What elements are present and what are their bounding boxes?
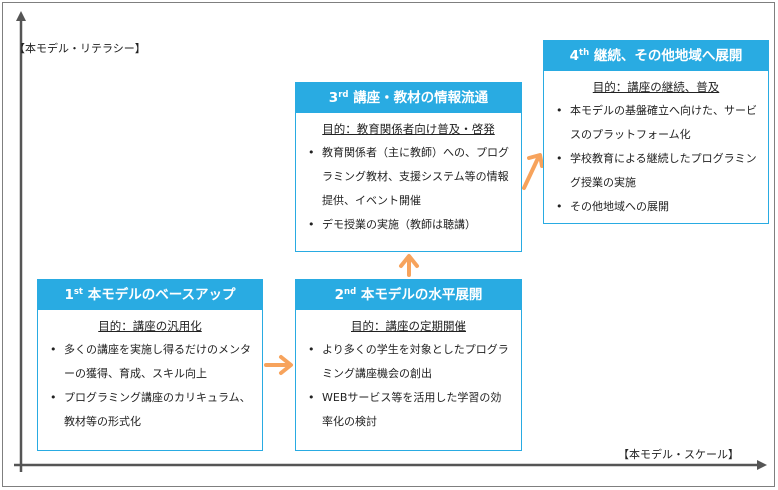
stage-item: 教育関係者（主に教師）への、プログラミング教材、支援システム等の情報提供、イベン…	[306, 141, 511, 213]
stage-items: 本モデルの基盤確立へ向けた、サービスのプラットフォーム化 学校教育による継続した…	[554, 99, 758, 219]
stage-purpose: 目的：講座の汎用化	[98, 319, 202, 333]
stage-items: 多くの講座を実施し得るだけのメンターの獲得、育成、スキル向上 プログラミング講座…	[48, 338, 252, 434]
stage-item: 本モデルの基盤確立へ向けた、サービスのプラットフォーム化	[554, 99, 758, 147]
stage-card-header: 3rd 講座・教材の情報流通	[296, 83, 521, 113]
stage-purpose: 目的：教育関係者向け普及・啓発	[322, 122, 495, 136]
stage-card-1: 1st 本モデルのベースアップ 目的：講座の汎用化 多くの講座を実施し得るだけの…	[37, 279, 263, 451]
stage-purpose: 目的：講座の継続、普及	[592, 80, 720, 94]
stage-items: より多くの学生を対象としたプログラミング講座機会の創出 WEBサービス等を活用し…	[306, 338, 511, 434]
stage-item: プログラミング講座のカリキュラム、教材等の形式化	[48, 386, 252, 434]
stage-card-2: 2nd 本モデルの水平展開 目的：講座の定期開催 より多くの学生を対象としたプロ…	[295, 279, 522, 451]
stage-item: WEBサービス等を活用した学習の効率化の検討	[306, 386, 511, 434]
stage-item: 学校教育による継続したプログラミング授業の実施	[554, 147, 758, 195]
stage-card-4: 4th 継続、その他地域へ展開 目的：講座の継続、普及 本モデルの基盤確立へ向け…	[543, 40, 769, 224]
stage-card-header: 1st 本モデルのベースアップ	[38, 280, 262, 310]
stage-card-header: 4th 継続、その他地域へ展開	[544, 41, 768, 71]
x-axis-label: 【本モデル・スケール】	[618, 448, 739, 461]
stage-items: 教育関係者（主に教師）への、プログラミング教材、支援システム等の情報提供、イベン…	[306, 141, 511, 237]
stage-card-3: 3rd 講座・教材の情報流通 目的：教育関係者向け普及・啓発 教育関係者（主に教…	[295, 82, 522, 252]
stage-card-header: 2nd 本モデルの水平展開	[296, 280, 521, 310]
stage-item: より多くの学生を対象としたプログラミング講座機会の創出	[306, 338, 511, 386]
stage-purpose: 目的：講座の定期開催	[351, 319, 466, 333]
stage-item: その他地域への展開	[554, 195, 758, 219]
y-axis-label: 【本モデル・リテラシー】	[14, 42, 146, 55]
stage-item: 多くの講座を実施し得るだけのメンターの獲得、育成、スキル向上	[48, 338, 252, 386]
stage-item: デモ授業の実施（教師は聴講）	[306, 213, 511, 237]
